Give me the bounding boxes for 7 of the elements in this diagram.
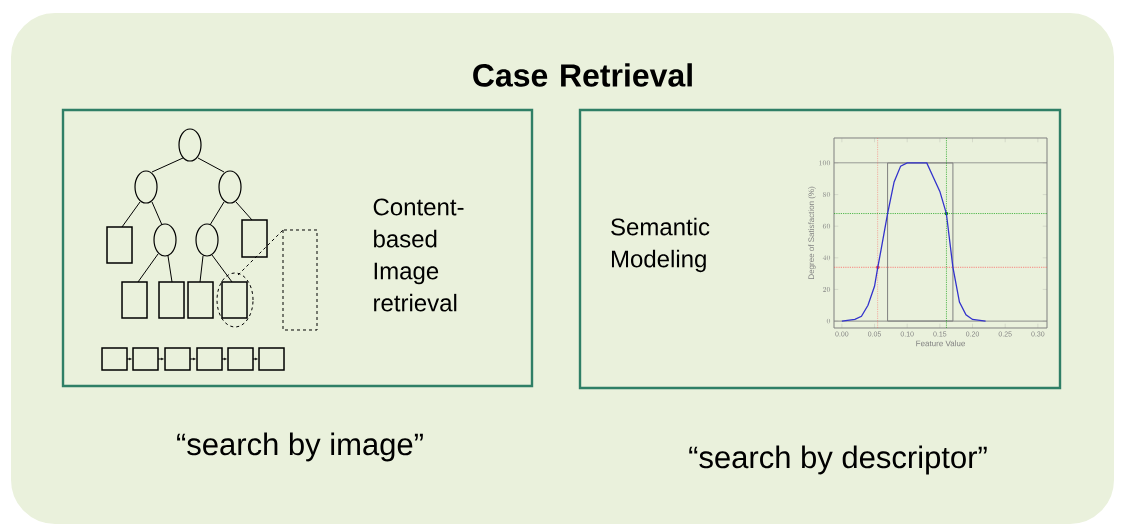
panel-text: Content-based Image retrieval — [373, 198, 464, 312]
panel-text: Semantic Modeling — [611, 217, 710, 273]
node-label: “search by image” — [177, 432, 423, 462]
y-axis-title: Degree of Satisfaction (%) — [808, 186, 816, 280]
node-label: “search by descriptor” — [689, 445, 987, 475]
x-axis-title: Feature Value — [916, 340, 965, 347]
panel-title: Case Retrieval — [473, 63, 692, 87]
